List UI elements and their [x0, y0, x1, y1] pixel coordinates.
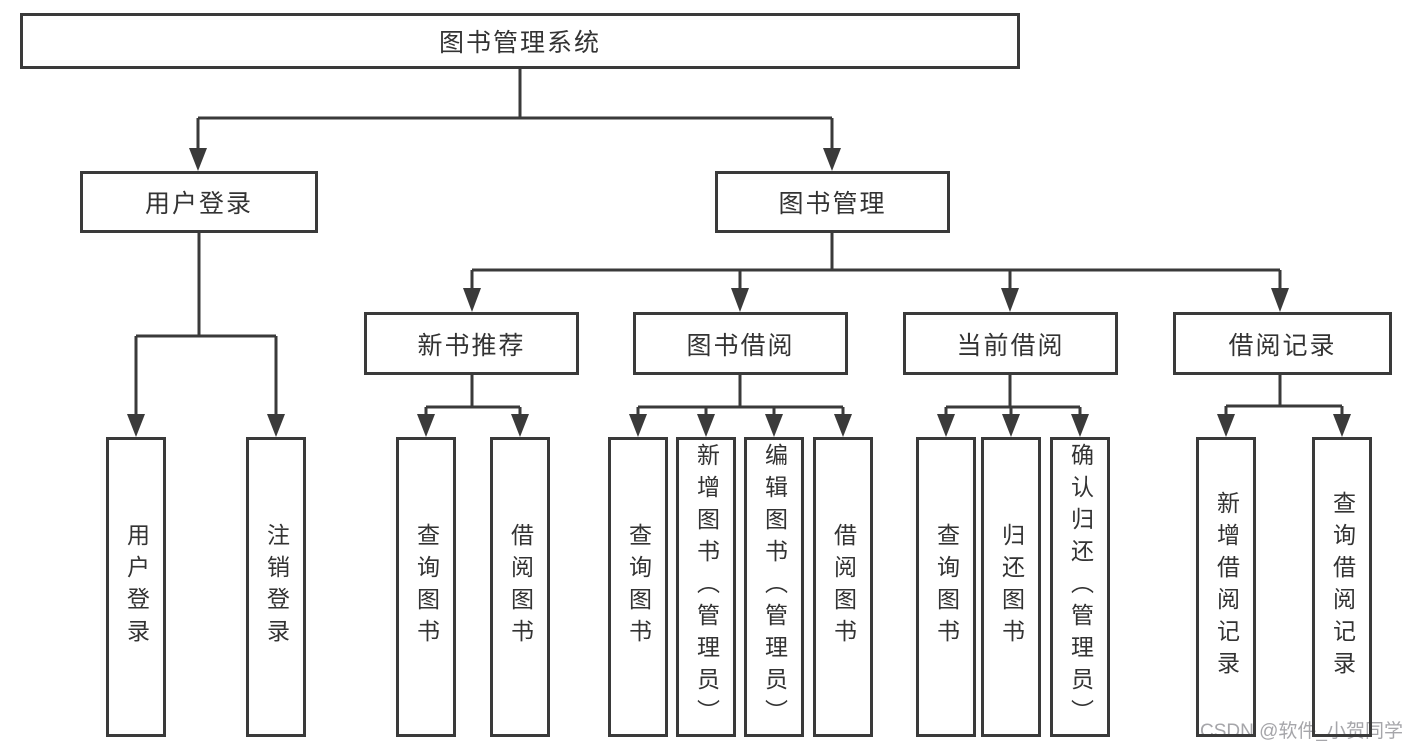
leaf-records-query-record-label: 查询借阅记录: [1329, 491, 1356, 683]
node-book-borrow-label: 图书借阅: [686, 331, 795, 360]
leaf-borrow-add-books-admin: 新增图书（管理员）: [676, 437, 736, 737]
node-new-book-recommend: 新书推荐: [364, 312, 579, 375]
leaf-user-login: 用户登录: [106, 437, 166, 737]
arrowhead-icon: [1333, 414, 1351, 437]
arrowhead-icon: [937, 414, 955, 437]
leaf-records-add-record: 新增借阅记录: [1196, 437, 1256, 737]
node-user-login-label: 用户登录: [144, 190, 253, 218]
node-current-borrow: 当前借阅: [903, 312, 1118, 375]
arrowhead-icon: [1071, 414, 1089, 437]
arrowhead-icon: [127, 414, 145, 437]
connector-user-login-children: [127, 233, 285, 437]
node-book-management-label: 图书管理: [778, 190, 887, 218]
leaf-logout: 注销登录: [246, 437, 306, 737]
node-user-login: 用户登录: [80, 171, 318, 233]
leaf-current-return-books-label: 归还图书: [998, 523, 1025, 651]
leaf-borrow-edit-books-admin-label: 编辑图书（管理员）: [761, 443, 788, 731]
arrowhead-icon: [629, 414, 647, 437]
leaf-current-query-books: 查询图书: [916, 437, 976, 737]
arrowhead-icon: [1217, 414, 1235, 437]
leaf-current-confirm-return-admin-label: 确认归还（管理员）: [1067, 443, 1094, 731]
leaf-records-query-record: 查询借阅记录: [1312, 437, 1372, 737]
node-book-borrow: 图书借阅: [633, 312, 848, 375]
arrowhead-icon: [267, 414, 285, 437]
arrowhead-icon: [1002, 414, 1020, 437]
leaf-recommend-borrow-books: 借阅图书: [490, 437, 550, 737]
arrowhead-icon: [731, 288, 749, 312]
arrowhead-icon: [1001, 288, 1019, 312]
node-borrow-records-label: 借阅记录: [1228, 331, 1337, 360]
connector-root-to-level2: [189, 69, 841, 171]
arrowhead-icon: [189, 148, 207, 171]
leaf-borrow-edit-books-admin: 编辑图书（管理员）: [744, 437, 804, 737]
leaf-current-confirm-return-admin: 确认归还（管理员）: [1050, 437, 1110, 737]
arrowhead-icon: [697, 414, 715, 437]
arrowhead-icon: [834, 414, 852, 437]
csdn-watermark: CSDN @软件_小贺同学: [1200, 721, 1403, 742]
node-root-system: 图书管理系统: [20, 13, 1020, 69]
leaf-recommend-borrow-books-label: 借阅图书: [507, 523, 534, 651]
leaf-recommend-query-books: 查询图书: [396, 437, 456, 737]
node-book-management: 图书管理: [715, 171, 950, 233]
leaf-borrow-query-books: 查询图书: [608, 437, 668, 737]
leaf-borrow-query-books-label: 查询图书: [625, 523, 652, 651]
leaf-borrow-borrow-books: 借阅图书: [813, 437, 873, 737]
leaf-current-query-books-label: 查询图书: [933, 523, 960, 651]
arrowhead-icon: [765, 414, 783, 437]
connector-borrow-records-children: [1217, 375, 1351, 437]
leaf-recommend-query-books-label: 查询图书: [413, 523, 440, 651]
arrowhead-icon: [463, 288, 481, 312]
leaf-borrow-add-books-admin-label: 新增图书（管理员）: [693, 443, 720, 731]
arrowhead-icon: [1271, 288, 1289, 312]
node-current-borrow-label: 当前借阅: [956, 331, 1065, 360]
leaf-borrow-borrow-books-label: 借阅图书: [830, 523, 857, 651]
leaf-user-login-label: 用户登录: [123, 523, 150, 651]
connector-book-borrow-children: [629, 375, 852, 437]
arrowhead-icon: [417, 414, 435, 437]
leaf-records-add-record-label: 新增借阅记录: [1213, 491, 1240, 683]
node-new-book-recommend-label: 新书推荐: [417, 331, 526, 360]
arrowhead-icon: [823, 148, 841, 171]
arrowhead-icon: [511, 414, 529, 437]
node-borrow-records: 借阅记录: [1173, 312, 1392, 375]
connector-new-book-recommend-children: [417, 375, 529, 437]
leaf-current-return-books: 归还图书: [981, 437, 1041, 737]
connector-current-borrow-children: [937, 375, 1089, 437]
leaf-logout-label: 注销登录: [263, 523, 290, 651]
connector-book-management-children: [463, 233, 1289, 312]
node-root-system-label: 图书管理系统: [438, 29, 601, 57]
